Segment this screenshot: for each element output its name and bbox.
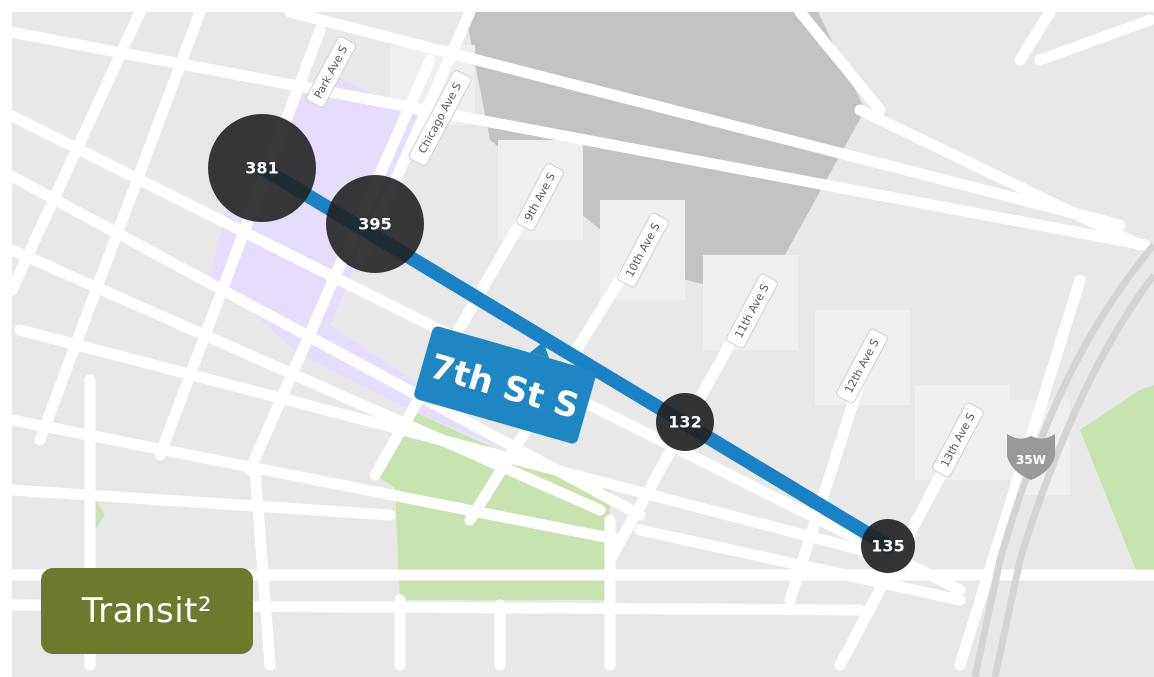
stop-marker[interactable]: 381 [208,114,316,222]
brand-badge: Transit² [41,568,253,654]
stop-marker[interactable]: 135 [861,519,915,573]
svg-text:35W: 35W [1016,453,1046,467]
stop-count: 135 [871,537,904,556]
park-area-east [1080,385,1154,580]
park-area [375,410,610,600]
brand-name: Transit² [81,591,213,631]
highway-35w [971,242,1154,677]
stop-count: 395 [358,215,391,234]
map-svg: Park Ave S Chicago Ave S 9th Ave S 10th … [12,12,1154,677]
stop-marker[interactable]: 132 [656,393,714,451]
map-canvas[interactable]: Park Ave S Chicago Ave S 9th Ave S 10th … [12,12,1154,677]
park-area-west [95,500,105,530]
interstate-shield-icon: 35W [1007,434,1055,480]
stop-count: 381 [245,159,278,178]
stop-marker[interactable]: 395 [326,175,424,273]
stop-count: 132 [668,413,701,432]
